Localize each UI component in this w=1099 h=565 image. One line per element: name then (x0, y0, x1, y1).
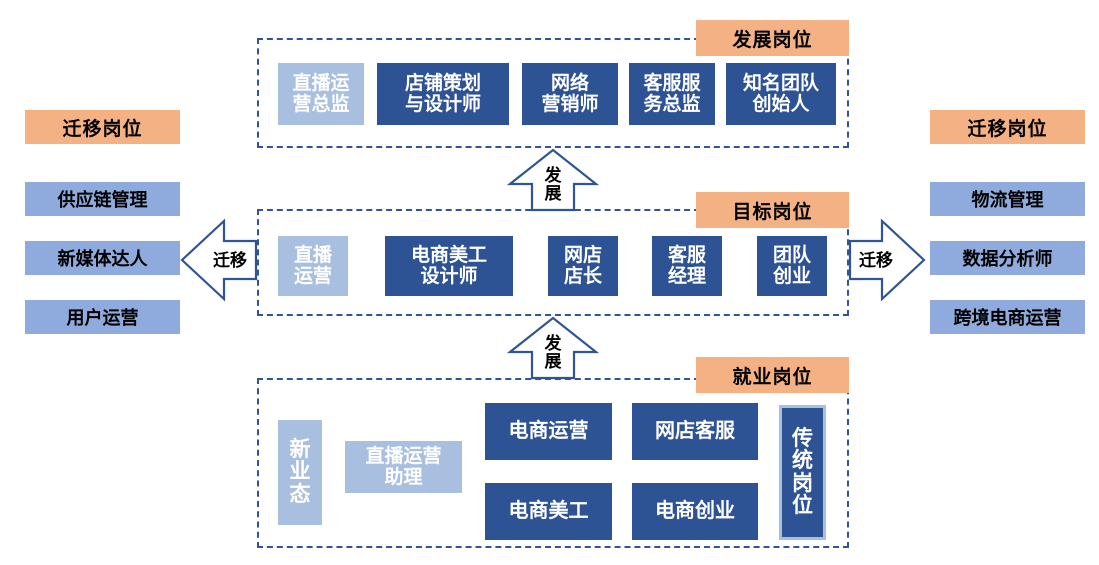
left-column-item-3-label: 用户运营 (66, 308, 139, 328)
development-box-1-label: 直播运 营总监 (292, 72, 350, 115)
development-box-5-label: 知名团队 创始人 (742, 72, 819, 115)
development-box-2[interactable]: 店铺策划 与设计师 (377, 63, 509, 125)
target-box-5[interactable]: 团队 创业 (757, 236, 827, 296)
left-column-tag-label: 迁移岗位 (62, 118, 143, 140)
left-column-item-3[interactable]: 用户运营 (25, 300, 180, 334)
employment-section-frame (257, 378, 849, 548)
employment-grid-box-3-label: 电商美工 (508, 500, 589, 523)
target-box-5-label: 团队 创业 (772, 244, 811, 287)
target-box-4-label: 客服 经理 (667, 244, 706, 287)
left-column-item-2-label: 新媒体达人 (57, 249, 148, 269)
target-box-2-label: 电商美工 设计师 (410, 244, 487, 287)
left-column-item-2[interactable]: 新媒体达人 (25, 241, 180, 275)
right-column-item-3[interactable]: 跨境电商运营 (930, 300, 1085, 334)
employment-grid-box-1[interactable]: 电商运营 (485, 403, 612, 460)
employment-grid-box-3[interactable]: 电商美工 (485, 483, 612, 540)
development-box-3[interactable]: 网络 营销师 (522, 63, 618, 125)
employment-section-tag-label: 就业岗位 (732, 366, 813, 388)
target-box-1[interactable]: 直播 运营 (278, 236, 348, 296)
left-column-item-1-label: 供应链管理 (57, 190, 148, 210)
development-box-5[interactable]: 知名团队 创始人 (726, 63, 836, 125)
employment-assistant-label: 直播运营 助理 (365, 445, 442, 488)
migrate-arrow-right: 迁移 (848, 218, 926, 302)
development-section-tag: 发展岗位 (696, 20, 849, 56)
employment-grid-box-2-label: 网店客服 (655, 420, 735, 443)
left-column-item-1[interactable]: 供应链管理 (25, 182, 180, 216)
right-column-item-2-label: 数据分析师 (962, 249, 1053, 269)
right-column-tag: 迁移岗位 (930, 110, 1085, 144)
employment-traditional-box[interactable]: 传 统 岗 位 (779, 405, 826, 540)
employment-grid-box-4-label: 电商创业 (655, 500, 735, 523)
target-section-tag: 目标岗位 (696, 192, 849, 228)
left-column-tag: 迁移岗位 (25, 110, 180, 144)
right-column-item-1-label: 物流管理 (971, 190, 1044, 210)
target-box-2[interactable]: 电商美工 设计师 (385, 236, 513, 296)
target-box-3[interactable]: 网店 店长 (548, 236, 618, 296)
target-section-tag-label: 目标岗位 (732, 201, 813, 223)
target-box-1-label: 直播 运营 (293, 244, 332, 287)
development-box-4[interactable]: 客服服 务总监 (629, 63, 715, 125)
development-box-1[interactable]: 直播运 营总监 (278, 63, 364, 125)
employment-grid-box-1-label: 电商运营 (508, 420, 589, 443)
development-box-2-label: 店铺策划 与设计师 (404, 72, 481, 115)
right-column-tag-label: 迁移岗位 (967, 118, 1048, 140)
target-section-frame (257, 209, 849, 316)
employment-new-format-label: 新 业 态 (289, 438, 311, 506)
right-column-item-1[interactable]: 物流管理 (930, 182, 1085, 216)
target-box-4[interactable]: 客服 经理 (652, 236, 722, 296)
employment-assistant-box[interactable]: 直播运营 助理 (345, 441, 462, 493)
development-section-tag-label: 发展岗位 (732, 29, 813, 51)
right-column-item-2[interactable]: 数据分析师 (930, 241, 1085, 275)
employment-section-tag: 就业岗位 (696, 357, 849, 393)
migrate-arrow-left: 迁移 (180, 218, 258, 302)
employment-traditional-label: 传 统 岗 位 (792, 427, 813, 517)
development-section-frame (257, 38, 849, 148)
right-column-item-3-label: 跨境电商运营 (953, 308, 1062, 328)
employment-grid-box-2[interactable]: 网店客服 (632, 403, 758, 460)
target-box-3-label: 网店 店长 (563, 244, 602, 287)
employment-grid-box-4[interactable]: 电商创业 (632, 483, 758, 540)
development-box-4-label: 客服服 务总监 (643, 72, 701, 115)
develop-arrow-bottom: 发 展 (506, 316, 600, 380)
development-box-3-label: 网络 营销师 (541, 72, 599, 115)
employment-new-format-box[interactable]: 新 业 态 (278, 420, 322, 525)
develop-arrow-top: 发 展 (506, 148, 600, 212)
